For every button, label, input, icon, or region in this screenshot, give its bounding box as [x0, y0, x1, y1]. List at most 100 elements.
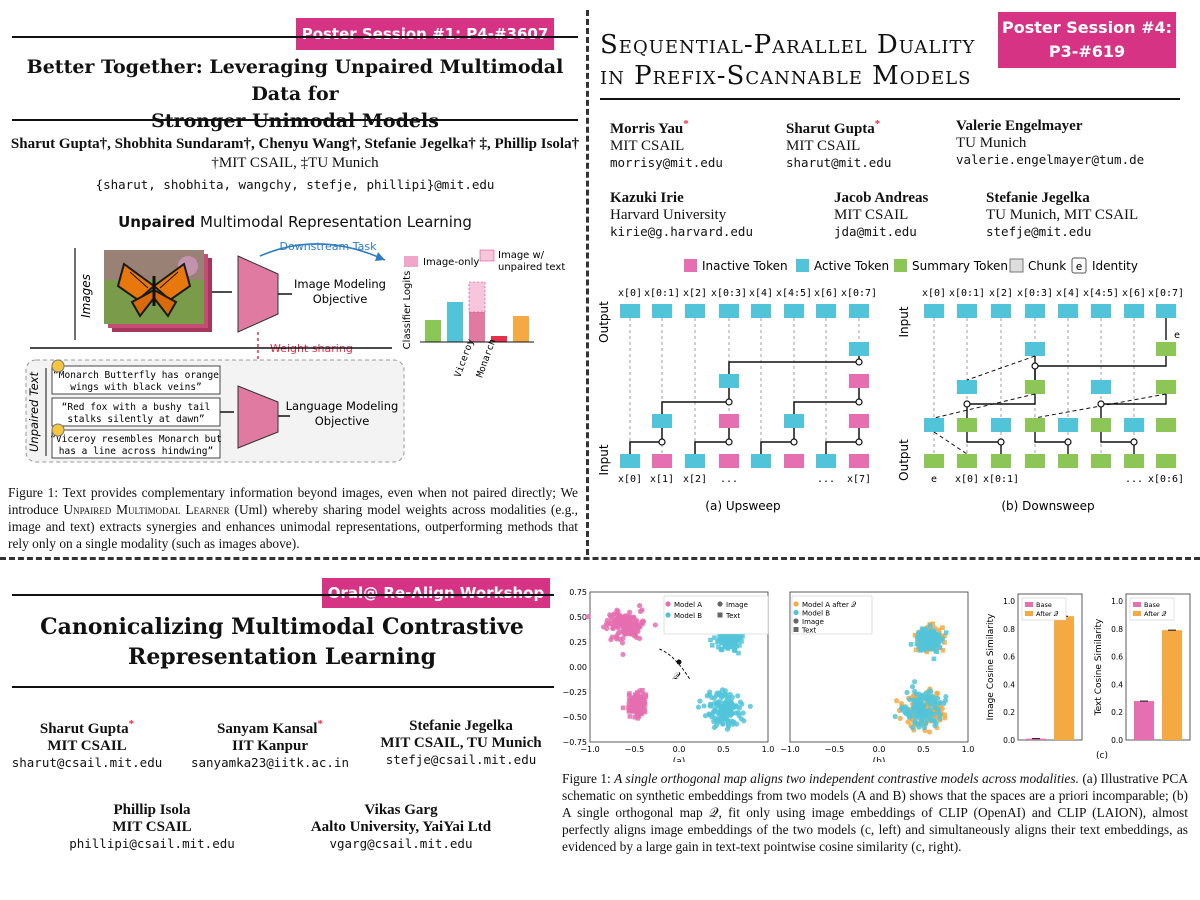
legend-image-only: Image-only	[423, 257, 479, 268]
scatter-point	[601, 624, 607, 630]
scatter-point	[604, 617, 610, 624]
bulb-icon	[51, 359, 65, 373]
scatter-point	[635, 628, 641, 634]
y-tick-label: 0.50	[569, 613, 587, 622]
poster-2-badge: Poster Session #4: P3-#619	[998, 12, 1176, 68]
legend-label: After 𝒬	[1144, 610, 1167, 618]
upsweep-top-label: x[4]	[749, 288, 773, 299]
poster-2-title: Sequential-Parallel Duality in Prefix-Sc…	[600, 30, 975, 92]
scatter-point	[720, 634, 725, 640]
scatter-point	[912, 679, 918, 685]
scatter-point	[729, 635, 735, 640]
caption-part-b: (a) Illustrative PCA schematic on synthe…	[562, 771, 1188, 854]
figure-title-bold: Unpaired	[118, 213, 196, 231]
poster-1-emails: {sharut, shobhita, wangchy, stefje, phil…	[95, 177, 495, 192]
scatter-point	[736, 650, 741, 656]
scatter-point	[639, 698, 645, 703]
upsweep-input-label: Input	[598, 444, 611, 475]
legend-box	[791, 595, 873, 635]
scatter-point	[712, 635, 717, 640]
scatter-point	[630, 699, 636, 704]
scatter-point	[928, 711, 934, 717]
image-objective-line2: Objective	[313, 292, 368, 306]
scatter-point	[629, 695, 635, 700]
author-name: Kazuki Irie	[610, 190, 684, 206]
scatter-point	[923, 645, 929, 651]
poster-1-figure-title: Unpaired Multimodal Representation Learn…	[8, 213, 582, 231]
legend-box	[663, 595, 769, 635]
downsweep-bottom-label: x[0:6]	[1148, 474, 1184, 485]
transform-arrow	[659, 648, 691, 680]
author-email: valerie.engelmayer@tum.de	[956, 152, 1145, 167]
legend-marker	[793, 601, 799, 607]
x-tick-label: −1.0	[780, 745, 799, 754]
author-email: vgarg@csail.mit.edu	[329, 836, 473, 851]
upsweep-top-label: x[4:5]	[776, 288, 812, 299]
bulb-icon	[51, 423, 65, 437]
author-affiliation: Harvard University	[610, 207, 727, 223]
upsweep-caption: (a) Upsweep	[705, 499, 780, 513]
scatter-point	[942, 712, 948, 718]
scatter-point	[641, 708, 646, 714]
subfigure-label: (b)	[873, 757, 886, 762]
identity-swatch	[1071, 257, 1087, 274]
poster-1-figure: Images Image Modeling Objective Downstre…	[25, 240, 565, 463]
legend-marker	[665, 601, 671, 607]
scatter-point	[921, 647, 926, 653]
scatter-point	[930, 621, 936, 627]
y-tick-label: −0.75	[562, 738, 587, 747]
y-tick-label: 0.8	[1111, 625, 1123, 634]
scatter-point	[727, 642, 733, 648]
x-tick-label: 0.0	[673, 745, 686, 754]
author-name: Jacob Andreas	[834, 190, 929, 206]
token-legend: Inactive Token Active Token Summary Toke…	[684, 257, 1138, 274]
scatter-point	[917, 635, 923, 641]
legend-inactive: Inactive Token	[702, 259, 788, 273]
scatter-point	[942, 633, 947, 639]
author-star: *	[317, 718, 323, 730]
scatter-point	[924, 632, 930, 638]
scatter-point	[622, 627, 629, 633]
scatter-point	[932, 625, 937, 631]
x-label-viceroy: Viceroy	[452, 337, 476, 379]
author-affiliation: MIT CSAIL	[834, 207, 909, 223]
y-tick-label: 0.00	[569, 663, 587, 672]
subfigure-label: (c)	[1096, 751, 1108, 761]
y-tick-label: 0.4	[1111, 680, 1123, 689]
y-tick-label: −0.25	[562, 688, 587, 697]
scatter-point	[926, 646, 931, 651]
scatter-point	[734, 643, 740, 649]
scatter-point	[911, 707, 917, 713]
poster-2-author: Kazuki Irie Harvard University kirie@g.h…	[610, 190, 753, 239]
scatter-point	[914, 641, 920, 647]
author-email: sharut@mit.edu	[786, 155, 892, 170]
legend-unpaired-swatch	[479, 249, 495, 262]
scatter-point	[628, 631, 634, 637]
scatter-point	[942, 698, 948, 704]
scatter-point	[906, 713, 912, 719]
scatter-point	[717, 691, 723, 697]
scatter-point	[718, 700, 725, 706]
upsweep-top-labels: x[0] x[0:1] x[2] x[0:3] x[4] x[4:5] x[6]…	[618, 288, 877, 299]
legend-identity-symbol: e	[1076, 260, 1083, 273]
scatter-point	[609, 634, 615, 640]
scatter-point	[728, 712, 734, 718]
scatter-point	[747, 703, 753, 709]
scatter-point	[638, 694, 644, 699]
poster-1-affiliations: †MIT CSAIL, ‡TU Munich	[211, 155, 379, 171]
scatter-point	[633, 700, 639, 706]
downsweep-tokens	[924, 304, 1176, 468]
scatter-point	[937, 700, 943, 706]
legend-label: Base	[1036, 601, 1052, 609]
upsweep-bottom-label: x[2]	[683, 474, 707, 485]
logit-bar-1	[425, 320, 441, 342]
subfigure-label: (a)	[673, 757, 686, 762]
downsweep-bottom-label: x[0:1]	[983, 474, 1019, 485]
legend-marker	[717, 601, 723, 607]
scatter-point	[640, 688, 645, 693]
caption-italic: A single orthogonal map aligns two indep…	[614, 771, 1079, 786]
author-affiliation: MIT CSAIL	[112, 819, 192, 835]
